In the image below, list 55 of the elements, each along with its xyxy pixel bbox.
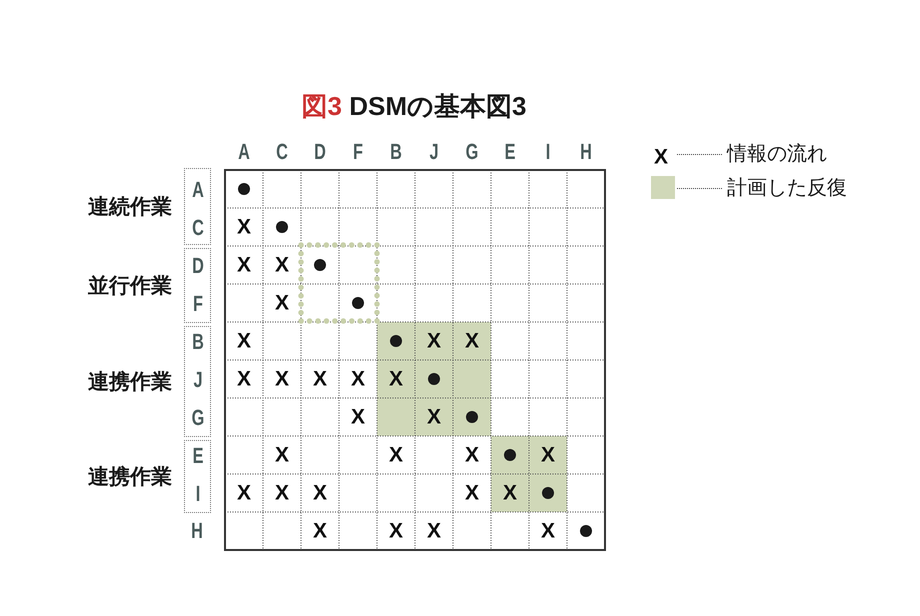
dependency-mark: X: [465, 444, 479, 466]
dependency-mark: X: [427, 406, 441, 428]
column-header: G: [466, 141, 478, 163]
dependency-mark: X: [465, 330, 479, 352]
column-header: F: [353, 141, 363, 163]
row-header: E: [192, 445, 204, 467]
dependency-mark: X: [351, 368, 365, 390]
dependency-mark: X: [275, 292, 289, 314]
column-header: B: [390, 141, 402, 163]
dependency-mark: X: [237, 330, 251, 352]
dependency-mark: X: [275, 444, 289, 466]
column-header: A: [238, 141, 250, 163]
group-heading: 連続作業: [88, 196, 172, 217]
dependency-mark: X: [503, 482, 517, 504]
row-header: H: [191, 520, 203, 542]
row-header: J: [193, 369, 203, 391]
dependency-mark: X: [313, 520, 327, 542]
dependency-mark: X: [275, 254, 289, 276]
dependency-mark: X: [275, 482, 289, 504]
title: 図3 DSMの基本図3: [302, 93, 526, 119]
dependency-mark: X: [389, 444, 403, 466]
dependency-mark: X: [389, 520, 403, 542]
row-header: G: [192, 407, 204, 429]
dependency-mark: X: [465, 482, 479, 504]
dependency-mark: X: [237, 368, 251, 390]
dependency-mark: X: [541, 520, 555, 542]
dependency-mark: X: [541, 444, 555, 466]
dependency-mark: X: [389, 368, 403, 390]
dependency-mark: X: [427, 330, 441, 352]
dependency-mark: X: [427, 520, 441, 542]
column-header: H: [580, 141, 592, 163]
group-heading: 連携作業: [88, 371, 172, 392]
column-header: D: [314, 141, 326, 163]
dependency-mark: X: [351, 406, 365, 428]
group-heading: 並行作業: [88, 275, 172, 296]
column-header: I: [546, 141, 550, 163]
legend-label: 情報の流れ: [677, 144, 827, 164]
row-header: F: [193, 293, 203, 315]
dependency-mark: X: [313, 482, 327, 504]
column-header: C: [276, 141, 288, 163]
column-header: E: [504, 141, 516, 163]
row-header: C: [192, 217, 204, 239]
dependency-mark: X: [237, 216, 251, 238]
column-header: J: [429, 141, 439, 163]
dependency-mark: X: [313, 368, 327, 390]
row-header: B: [192, 331, 204, 353]
row-header: I: [196, 483, 200, 505]
dependency-mark: X: [237, 482, 251, 504]
dependency-mark: X: [275, 368, 289, 390]
legend-label: 計画した反復: [677, 178, 847, 198]
dependency-mark: X: [237, 254, 251, 276]
row-header: D: [192, 255, 204, 277]
legend-mark: X: [654, 146, 668, 168]
group-heading: 連携作業: [88, 466, 172, 487]
row-header: A: [192, 179, 204, 201]
